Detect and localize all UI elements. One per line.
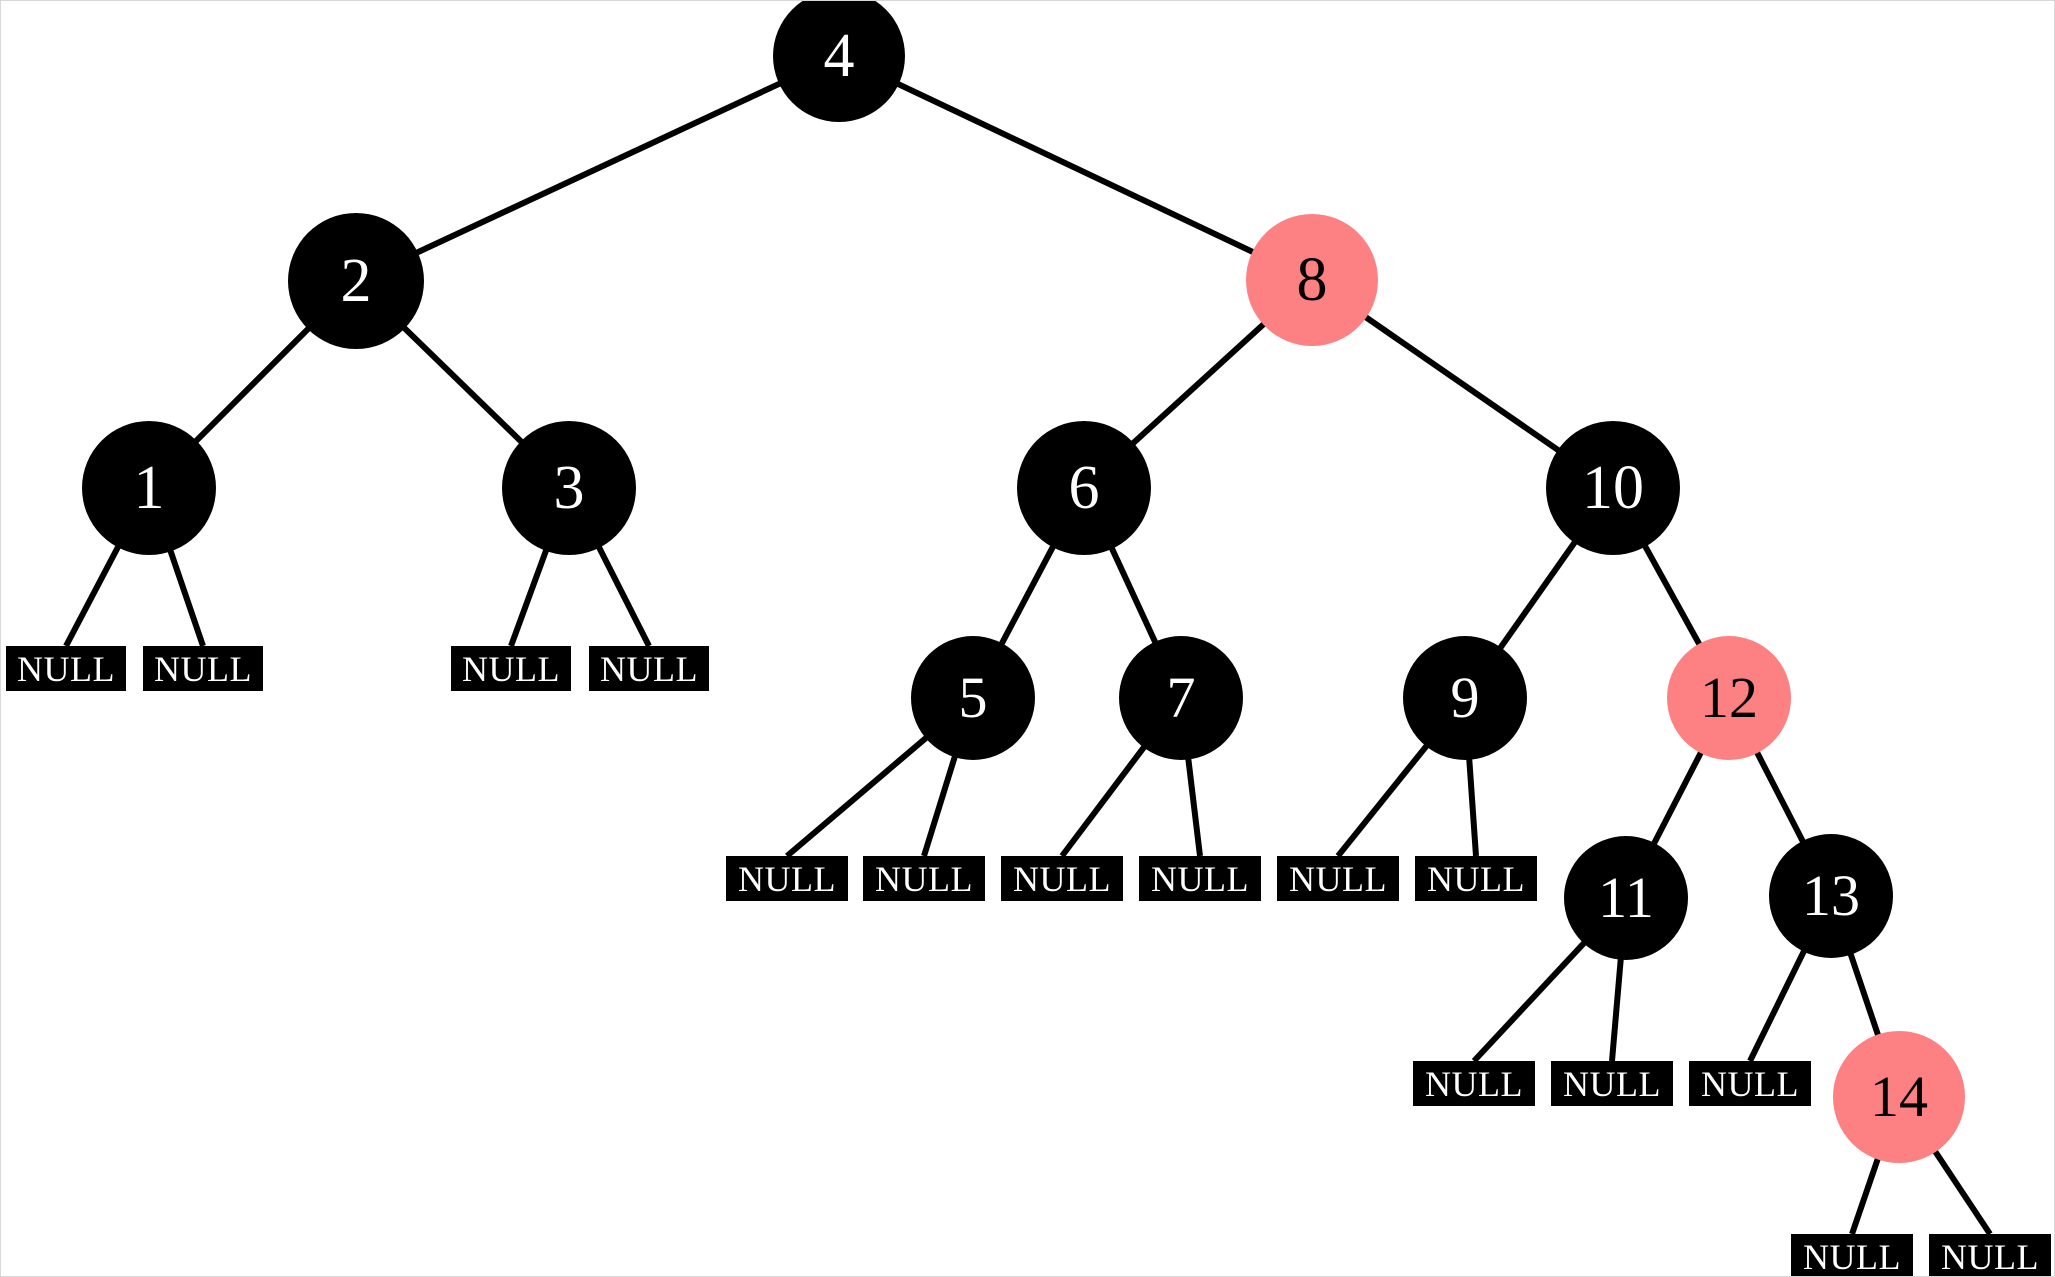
tree-edge <box>63 542 123 648</box>
null-leaf-label: NULL <box>1701 1063 1799 1104</box>
tree-edge <box>1846 949 1882 1040</box>
null-leaf-label: NULL <box>1427 858 1525 899</box>
null-leaf-box: NULL <box>1413 1061 1535 1106</box>
tree-edge <box>921 752 959 857</box>
null-leaf-box: NULL <box>1791 1234 1913 1277</box>
null-leaf-box: NULL <box>1139 856 1261 901</box>
tree-node-label: 8 <box>1296 246 1328 314</box>
tree-node-label: 4 <box>823 22 855 90</box>
tree-node-label: 5 <box>958 665 988 730</box>
tree-edge <box>412 79 785 257</box>
tree-edge <box>191 324 313 446</box>
tree-node-5: 5 <box>911 636 1035 760</box>
null-leaf-label: NULL <box>1563 1063 1661 1104</box>
null-leaf-box: NULL <box>6 646 126 691</box>
tree-node-label: 7 <box>1166 665 1196 730</box>
tree-node-8: 8 <box>1246 214 1378 346</box>
tree-edge <box>1752 748 1808 846</box>
null-leaf-label: NULL <box>154 648 252 689</box>
tree-edge <box>1128 319 1269 448</box>
null-leaf-box: NULL <box>1689 1061 1811 1106</box>
tree-node-14: 14 <box>1833 1031 1965 1163</box>
tree-node-label: 9 <box>1450 665 1480 730</box>
tree-node-label: 14 <box>1870 1064 1928 1129</box>
tree-node-10: 10 <box>1546 421 1680 555</box>
tree-node-label: 2 <box>340 247 372 315</box>
tree-edge <box>1649 748 1706 848</box>
tree-edge <box>1184 755 1203 857</box>
tree-node-4: 4 <box>773 1 905 122</box>
tree-edge <box>594 542 652 648</box>
tree-node-label: 3 <box>553 454 585 522</box>
null-leaf-box: NULL <box>1929 1234 2051 1277</box>
tree-edge <box>1640 541 1704 649</box>
tree-node-label: 6 <box>1068 454 1100 522</box>
tree-node-label: 11 <box>1598 865 1654 930</box>
tree-edge <box>166 546 206 647</box>
tree-node-label: 13 <box>1802 863 1860 928</box>
tree-edge <box>1471 938 1589 1064</box>
null-leaf-label: NULL <box>17 648 115 689</box>
null-leaf-label: NULL <box>875 858 973 899</box>
tree-edge <box>1335 741 1432 858</box>
null-leaf-label: NULL <box>600 648 698 689</box>
tree-node-11: 11 <box>1564 836 1688 960</box>
tree-edge <box>1361 312 1563 455</box>
null-leaf-box: NULL <box>1415 856 1537 901</box>
tree-node-6: 6 <box>1017 421 1151 555</box>
tree-edge <box>1609 955 1625 1062</box>
null-leaf-box: NULL <box>1001 856 1123 901</box>
null-leaf-box: NULL <box>589 646 709 691</box>
tree-edge <box>1930 1146 1993 1236</box>
tree-edge <box>893 79 1258 257</box>
null-leaf-box: NULL <box>143 646 263 691</box>
tree-node-7: 7 <box>1119 636 1243 760</box>
null-leaf-label: NULL <box>1803 1236 1901 1277</box>
null-leaf-box: NULL <box>451 646 571 691</box>
tree-node-1: 1 <box>82 421 216 555</box>
tree-node-12: 12 <box>1667 636 1791 760</box>
tree-edge <box>997 542 1058 649</box>
tree-edge <box>1059 742 1149 858</box>
null-leaf-label: NULL <box>1289 858 1387 899</box>
tree-edge <box>1849 1154 1882 1235</box>
tree-node-label: 1 <box>133 454 165 522</box>
tree-edge <box>1495 537 1580 653</box>
tree-edge <box>1107 543 1160 647</box>
tree-node-3: 3 <box>502 421 636 555</box>
tree-edge <box>1747 946 1809 1063</box>
tree-edge <box>508 546 551 648</box>
tree-node-13: 13 <box>1769 834 1893 958</box>
null-leaf-box: NULL <box>1277 856 1399 901</box>
null-leaf-box: NULL <box>726 856 848 901</box>
null-leaf-box: NULL <box>1551 1061 1673 1106</box>
tree-edge <box>785 733 931 859</box>
tree-node-9: 9 <box>1403 636 1527 760</box>
null-leaf-box: NULL <box>863 856 985 901</box>
null-leaf-label: NULL <box>738 858 836 899</box>
null-leaf-label: NULL <box>1151 858 1249 899</box>
tree-edge <box>399 323 526 447</box>
null-leaf-label: NULL <box>1013 858 1111 899</box>
tree-node-label: 10 <box>1582 454 1644 522</box>
tree-edge <box>1466 755 1479 857</box>
tree-node-2: 2 <box>288 213 424 349</box>
null-leaf-label: NULL <box>1941 1236 2039 1277</box>
null-leaf-label: NULL <box>1425 1063 1523 1104</box>
null-leaf-label: NULL <box>462 648 560 689</box>
tree-node-label: 12 <box>1700 665 1758 730</box>
